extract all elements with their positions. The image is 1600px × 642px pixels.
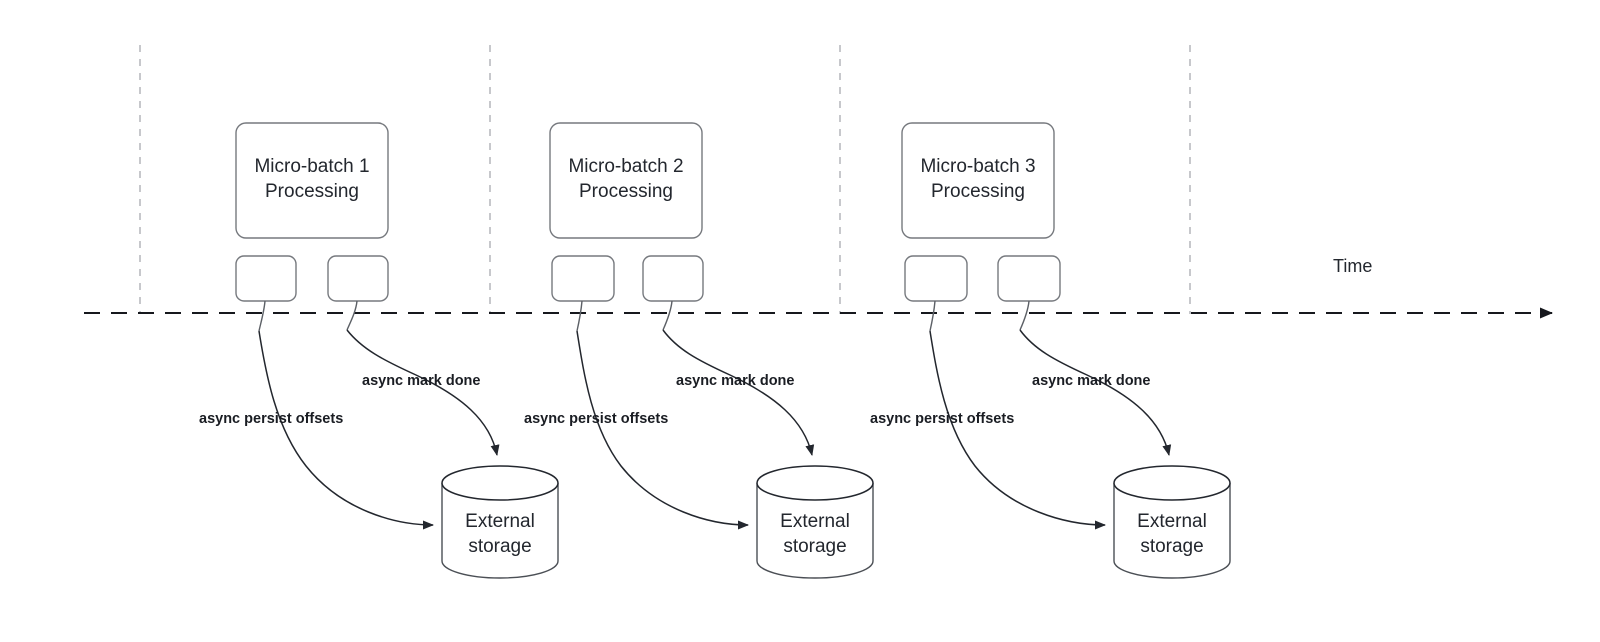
- connector-task-3a: [929, 300, 936, 332]
- micro-batch-group-2: Micro-batch 2 Processing async persist o…: [524, 122, 874, 579]
- task-box-1b[interactable]: [327, 255, 389, 302]
- edge-async-persist-offsets-3: [929, 330, 1106, 530]
- connector-task-3b: [1019, 300, 1030, 331]
- edge-label-async-mark-done-1: async mark done: [362, 373, 480, 389]
- micro-batch-1-label-line1: Micro-batch 1: [254, 156, 369, 177]
- external-storage-3-label-line1: External: [1137, 511, 1207, 532]
- connector-task-2a: [576, 300, 583, 332]
- edge-async-persist-offsets-1: [258, 330, 434, 530]
- external-storage-cylinder-3[interactable]: External storage: [1113, 465, 1231, 579]
- task-box-2a[interactable]: [551, 255, 615, 302]
- edge-async-mark-done-1: [346, 329, 500, 456]
- external-storage-2-top: [756, 465, 874, 501]
- connector-task-1a: [258, 300, 266, 332]
- edge-label-async-mark-done-3: async mark done: [1032, 373, 1150, 389]
- connector-task-2b: [662, 300, 673, 331]
- micro-batch-3-label-line1: Micro-batch 3: [920, 156, 1035, 177]
- external-storage-1-label-line1: External: [465, 511, 535, 532]
- task-box-2b[interactable]: [642, 255, 704, 302]
- time-axis: Time: [84, 256, 1553, 319]
- external-storage-1-label-line2: storage: [468, 536, 531, 557]
- external-storage-2-body: [756, 483, 874, 579]
- micro-batch-2-label-line1: Micro-batch 2: [568, 156, 683, 177]
- micro-batch-1-box[interactable]: [235, 122, 389, 239]
- micro-batch-2-label-line2: Processing: [579, 181, 673, 202]
- micro-batch-group-3: Micro-batch 3 Processing async persist o…: [870, 122, 1231, 579]
- micro-batch-1-label-line2: Processing: [265, 181, 359, 202]
- connector-task-1b: [346, 300, 358, 331]
- edge-async-persist-offsets-2: [576, 330, 749, 530]
- micro-batch-3-label-line2: Processing: [931, 181, 1025, 202]
- micro-batch-group-1: Micro-batch 1 Processing async persist o…: [199, 122, 559, 579]
- edge-async-mark-done-3: [1019, 329, 1172, 456]
- external-storage-2-label-line1: External: [780, 511, 850, 532]
- task-box-3a[interactable]: [904, 255, 968, 302]
- external-storage-3-body: [1113, 483, 1231, 579]
- edge-label-async-persist-offsets-2: async persist offsets: [524, 411, 668, 427]
- external-storage-1-top: [441, 465, 559, 501]
- time-axis-label: Time: [1333, 256, 1372, 276]
- external-storage-cylinder-2[interactable]: External storage: [756, 465, 874, 579]
- micro-batch-3-box[interactable]: [901, 122, 1055, 239]
- external-storage-1-body: [441, 483, 559, 579]
- external-storage-3-top: [1113, 465, 1231, 501]
- edge-label-async-persist-offsets-1: async persist offsets: [199, 411, 343, 427]
- edge-label-async-persist-offsets-3: async persist offsets: [870, 411, 1014, 427]
- edge-async-mark-done-2: [662, 329, 815, 456]
- external-storage-3-label-line2: storage: [1140, 536, 1203, 557]
- external-storage-cylinder-1[interactable]: External storage: [441, 465, 559, 579]
- external-storage-2-label-line2: storage: [783, 536, 846, 557]
- micro-batch-2-box[interactable]: [549, 122, 703, 239]
- task-box-3b[interactable]: [997, 255, 1061, 302]
- timeline-dividers: [139, 45, 1191, 314]
- edge-label-async-mark-done-2: async mark done: [676, 373, 794, 389]
- task-box-1a[interactable]: [235, 255, 297, 302]
